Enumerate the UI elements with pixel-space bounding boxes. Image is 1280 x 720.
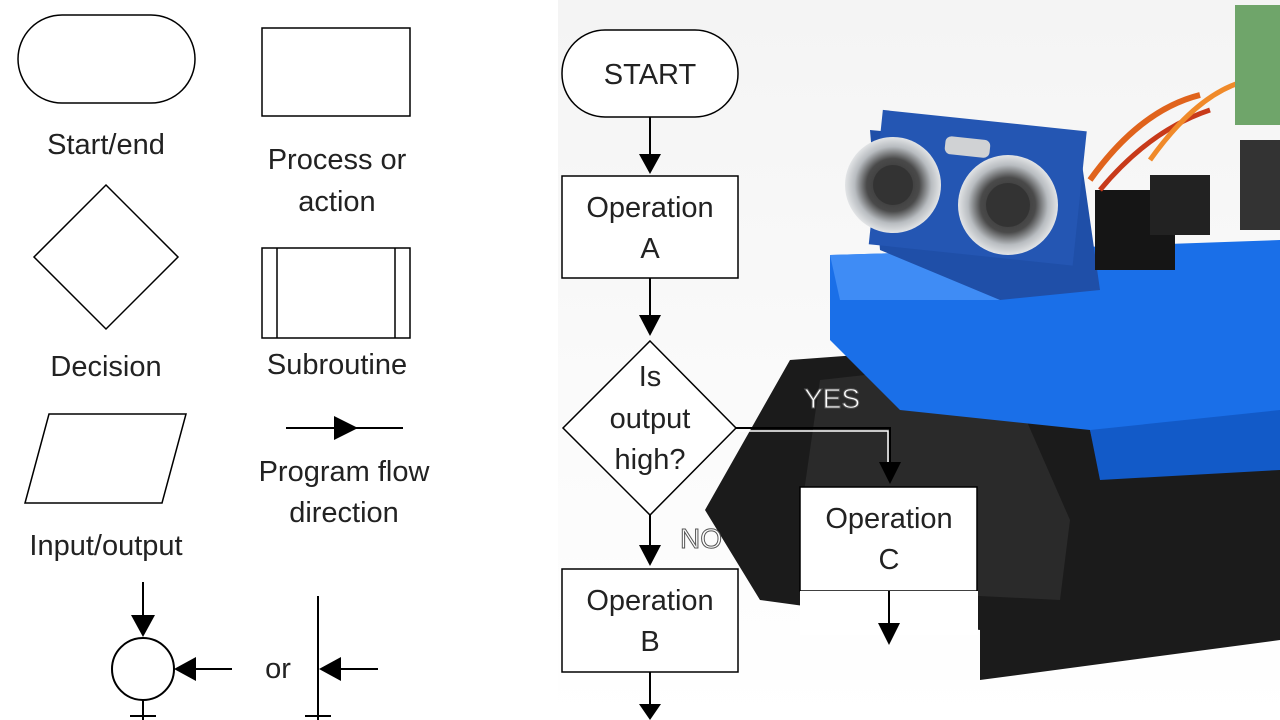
flow-label-line2: direction	[289, 497, 399, 529]
arrow-no-to-b	[639, 545, 661, 566]
operation-c-line2: C	[879, 544, 900, 576]
process-label-line1: Process or	[268, 144, 407, 176]
decision-line1: Is	[639, 361, 662, 393]
decision-symbol	[32, 183, 180, 331]
flow-label-line1: Program flow	[259, 456, 431, 488]
operation-c-line1: Operation	[825, 503, 952, 535]
decision-label: Decision	[50, 351, 161, 383]
connector-symbol	[111, 582, 232, 720]
legend-panel: Start/end Process or action Decision Sub…	[17, 14, 431, 720]
start-label: START	[604, 59, 697, 91]
arrow-b-out	[639, 704, 661, 720]
subroutine-label: Subroutine	[267, 349, 407, 381]
yes-label: YES	[804, 383, 860, 414]
robot-photo	[558, 0, 1280, 720]
operation-c-box	[799, 486, 978, 592]
arrow-a-to-decision	[639, 315, 661, 336]
junction-symbol	[305, 596, 378, 720]
operation-b-line1: Operation	[586, 585, 713, 617]
operation-a-line2: A	[640, 233, 660, 265]
process-label-line2: action	[298, 186, 375, 218]
input-output-symbol	[24, 413, 187, 504]
operation-b-line2: B	[640, 626, 659, 658]
start-end-symbol	[17, 14, 196, 104]
arrow-c-out	[878, 623, 900, 645]
subroutine-symbol	[261, 247, 411, 339]
arrow-start-to-a	[639, 154, 661, 174]
start-end-label: Start/end	[47, 129, 165, 161]
flowchart: START Operation A Is output high? YES Op…	[561, 29, 978, 720]
input-output-label: Input/output	[29, 530, 182, 562]
decision-line3: high?	[615, 444, 686, 476]
operation-a-line1: Operation	[586, 192, 713, 224]
no-label: NO	[680, 523, 722, 554]
operation-b-box	[561, 568, 739, 673]
connector-or-label: or	[265, 653, 291, 685]
arrow-yes-to-c	[879, 462, 901, 484]
process-symbol	[261, 27, 411, 117]
decision-line2: output	[610, 403, 691, 435]
